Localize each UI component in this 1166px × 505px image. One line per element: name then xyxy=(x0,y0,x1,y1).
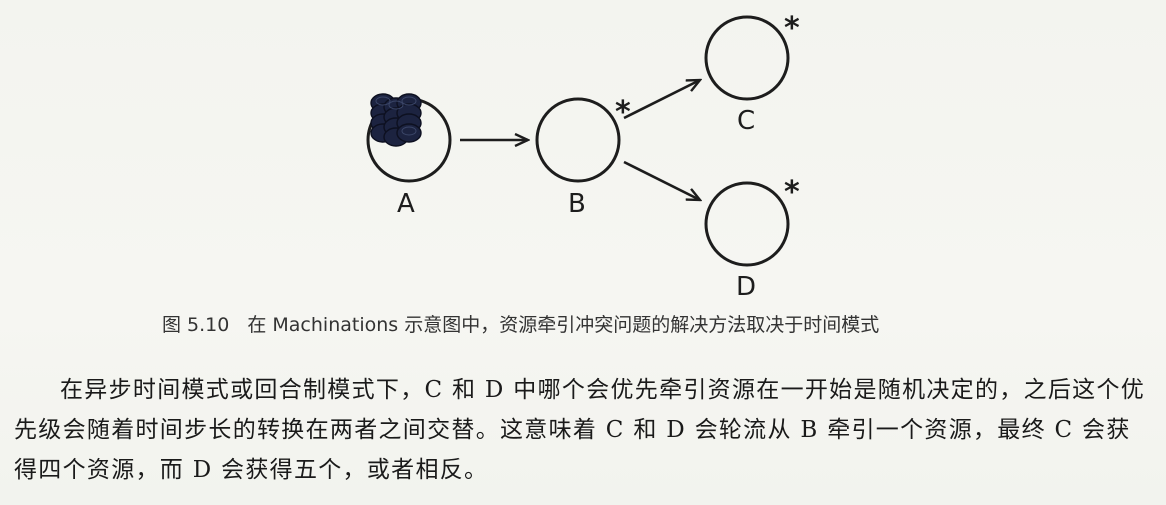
node-label-c: C xyxy=(737,106,755,136)
pool-c-circle xyxy=(704,15,790,101)
resource-tokens xyxy=(370,93,422,147)
body-paragraph: 在异步时间模式或回合制模式下，C 和 D 中哪个会优先牵引资源在一开始是随机决定… xyxy=(14,377,1146,483)
node-label-a: A xyxy=(397,189,415,219)
priority-star-d: * xyxy=(784,175,800,210)
machinations-diagram: A * B * C * D xyxy=(366,11,800,302)
resource-token-rims xyxy=(375,96,417,136)
body-text: 在异步时间模式或回合制模式下，C 和 D 中哪个会优先牵引资源在一开始是随机决定… xyxy=(14,370,1154,490)
figure-caption-text: 在 Machinations 示意图中，资源牵引冲突问题的解决方法取决于时间模式 xyxy=(247,314,880,336)
node-label-d: D xyxy=(736,272,756,302)
edge-b-to-d xyxy=(623,160,700,200)
pool-b-circle xyxy=(535,97,621,183)
node-label-b: B xyxy=(568,189,586,219)
node-c: * C xyxy=(704,11,800,136)
figure-number: 图 5.10 xyxy=(162,314,230,336)
priority-star-b: * xyxy=(615,95,631,130)
edge-b-to-c xyxy=(623,80,700,120)
priority-star-c: * xyxy=(784,11,800,46)
figure-caption: 图 5.10 在 Machinations 示意图中，资源牵引冲突问题的解决方法取… xyxy=(162,310,1062,337)
node-a: A xyxy=(366,93,452,219)
node-d: * D xyxy=(704,175,800,302)
pool-d-circle xyxy=(704,181,790,267)
node-b: * B xyxy=(535,95,631,219)
